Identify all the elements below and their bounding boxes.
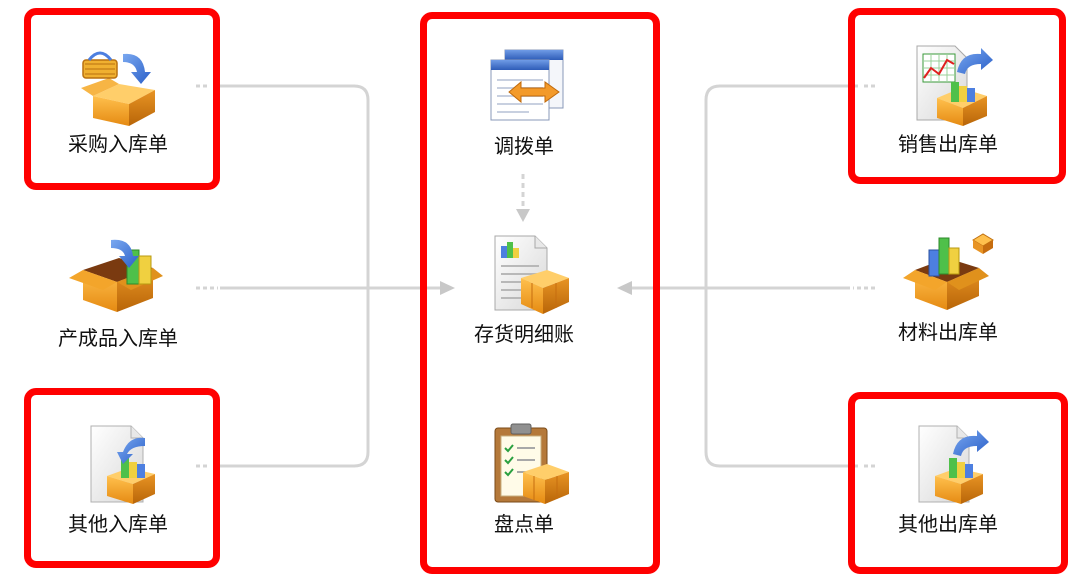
node-label: 其他出库单 (898, 512, 998, 536)
node-count[interactable]: 盘点单 (454, 418, 594, 537)
node-material-out[interactable]: 材料出库单 (878, 226, 1018, 345)
transfer-window-icon (490, 49, 564, 121)
arrow-head-down (516, 209, 530, 222)
node-label: 产成品入库单 (58, 326, 178, 350)
node-transfer[interactable]: 调拨单 (454, 40, 594, 159)
ledger-box-icon (494, 235, 569, 314)
chart-doc-box-out-icon (916, 45, 993, 126)
connectors-left (196, 84, 440, 468)
node-other-in[interactable]: 其他入库单 (48, 418, 188, 537)
clipboard-box-icon (494, 423, 569, 504)
node-sales-out[interactable]: 销售出库单 (878, 38, 1018, 157)
connectors-right (632, 84, 875, 468)
arrow-head-left (440, 281, 455, 295)
box-with-bars-icon (903, 233, 994, 310)
document-box-out-icon (918, 425, 989, 504)
box-with-chart-icon (69, 239, 163, 312)
basket-into-box-icon (81, 51, 155, 126)
node-label: 其他入库单 (68, 512, 168, 536)
node-other-out[interactable]: 其他出库单 (878, 418, 1018, 537)
node-label: 调拨单 (494, 134, 554, 158)
arrow-head-right (617, 281, 632, 295)
node-purchase-in[interactable]: 采购入库单 (48, 38, 188, 157)
node-label: 销售出库单 (898, 132, 998, 156)
node-label: 存货明细账 (474, 322, 574, 346)
document-box-in-icon (90, 425, 155, 504)
node-ledger[interactable]: 存货明细账 (454, 228, 594, 347)
node-label: 采购入库单 (68, 132, 168, 156)
node-label: 盘点单 (494, 512, 554, 536)
node-product-in[interactable]: 产成品入库单 (48, 232, 188, 351)
node-label: 材料出库单 (898, 320, 998, 344)
